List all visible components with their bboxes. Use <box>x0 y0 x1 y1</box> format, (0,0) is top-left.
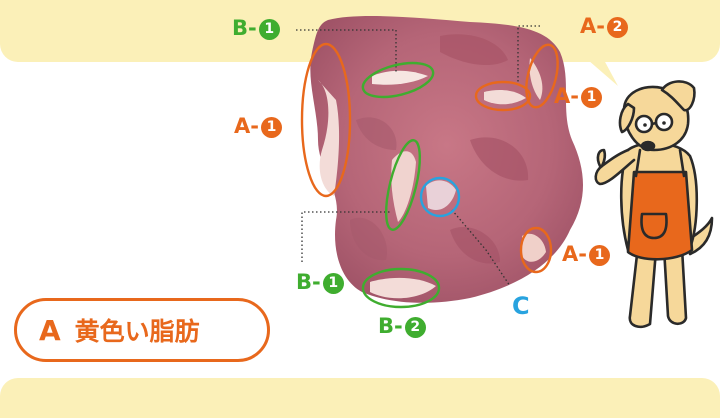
label-c: C <box>512 292 530 320</box>
leader-c <box>451 209 511 287</box>
label-a1-left: A-1 <box>234 116 282 138</box>
speech-bubble-tail <box>588 60 618 86</box>
number-badge: 1 <box>260 117 282 138</box>
bottom-banner-band <box>0 378 720 418</box>
leader-b1-bottom <box>301 211 392 262</box>
label-a2: A-2 <box>580 16 628 38</box>
leader-b1-top <box>296 29 397 72</box>
ellipse-a2 <box>474 80 532 112</box>
number-badge: 1 <box>588 245 610 266</box>
number-badge: 1 <box>322 273 344 294</box>
number-badge: 1 <box>580 87 602 108</box>
section-title: 黄色い脂肪 <box>74 317 200 346</box>
ellipse-b2 <box>361 267 441 309</box>
leader-lines <box>296 25 540 287</box>
ellipse-a1-right-top <box>525 43 559 109</box>
section-letter: A <box>39 313 61 347</box>
section-title-badge: A 黄色い脂肪 <box>14 298 270 362</box>
number-badge: 2 <box>404 317 426 338</box>
ellipse-c <box>419 176 461 218</box>
label-b1-bottom: B-1 <box>296 272 344 294</box>
ellipse-b1-bottom <box>384 139 422 231</box>
chicken-thigh-photo <box>310 16 583 303</box>
number-badge: 2 <box>606 17 628 38</box>
label-a1-right-bottom: A-1 <box>562 244 610 266</box>
label-b2: B-2 <box>378 316 426 338</box>
dog-mascot-icon <box>594 80 714 329</box>
highlight-ellipses <box>300 42 559 309</box>
label-a1-right-top: A-1 <box>554 86 602 108</box>
ellipse-b1-top <box>361 61 435 99</box>
ellipse-a1-left <box>300 42 352 198</box>
label-b1-top: B-1 <box>232 18 280 40</box>
number-badge: 1 <box>258 19 280 40</box>
ellipse-a1-right-bottom <box>519 226 553 274</box>
